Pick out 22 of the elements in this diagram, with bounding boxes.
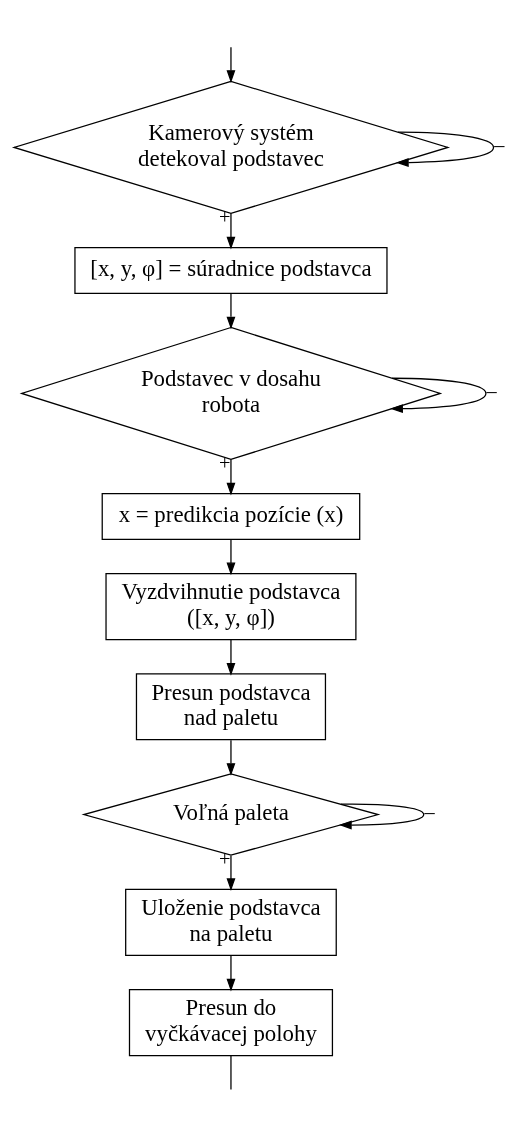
node-box: Presun do vyčkávacej polohy: [128, 988, 333, 1057]
edge-label: –: [493, 134, 504, 157]
arrow: [226, 293, 235, 330]
arrow: [226, 639, 235, 676]
edge-label: –: [486, 380, 497, 403]
arrow: [226, 46, 235, 83]
arrow: [226, 458, 235, 496]
arrow: [395, 131, 494, 167]
arrow: [226, 538, 235, 576]
arrow: [389, 377, 487, 414]
edge-label: –: [423, 801, 435, 824]
arrow: [226, 855, 235, 892]
connector: [229, 1055, 232, 1091]
node-box: x = predikcia pozície (x): [101, 493, 360, 540]
arrow: [226, 954, 235, 992]
node-box: Uloženie podstavca na paletu: [124, 888, 337, 956]
node-box: Vyzdvihnutie podstavca ([x, y, φ]): [104, 572, 357, 641]
arrow: [226, 739, 235, 776]
node-box: Presun podstavca nad paletu: [135, 673, 326, 741]
arrow: [338, 803, 424, 830]
node-box: [x, y, φ] = súradnice podstavca: [73, 246, 388, 294]
arrow: [226, 212, 235, 250]
